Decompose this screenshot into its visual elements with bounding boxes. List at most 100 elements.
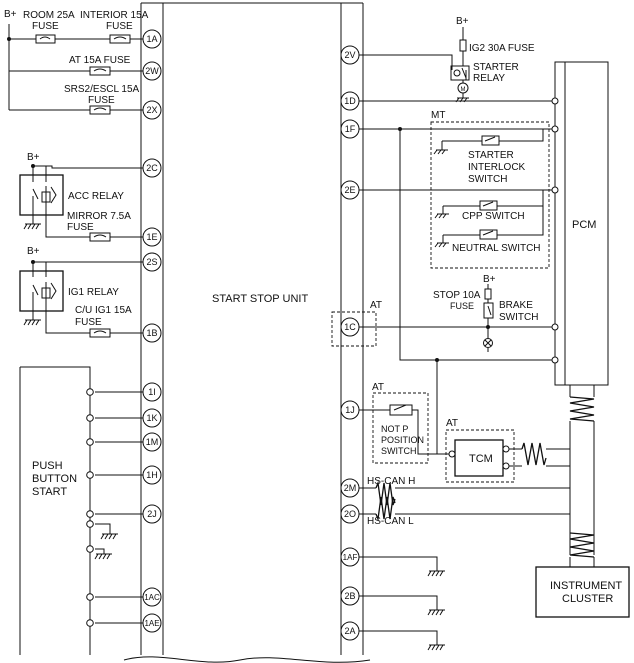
brake-switch-label-1: BRAKE bbox=[499, 300, 533, 311]
at-fuse-label: AT 15A FUSE bbox=[69, 55, 131, 66]
svg-text:1A: 1A bbox=[146, 34, 157, 44]
tcm-label: TCM bbox=[469, 453, 493, 465]
hs-can-h-label: HS-CAN H bbox=[367, 476, 415, 487]
ig2-fuse-label: IG2 30A FUSE bbox=[469, 43, 535, 54]
pin-1m: 1M bbox=[142, 432, 162, 452]
starter-relay-label-2: RELAY bbox=[473, 73, 505, 84]
push-button-label-1: PUSH bbox=[32, 460, 63, 472]
at-1c-dashed-box bbox=[331, 311, 377, 347]
svg-text:2B: 2B bbox=[344, 591, 355, 601]
not-p-label-3: SWITCH bbox=[381, 446, 417, 456]
pin-2e: 2E bbox=[340, 180, 360, 200]
pin-2c: 2C bbox=[142, 158, 162, 178]
pin-1j: 1J bbox=[340, 400, 360, 420]
pin-1f: 1F bbox=[340, 119, 360, 139]
ig2-fuse bbox=[459, 39, 467, 52]
instrument-cluster-box bbox=[535, 566, 630, 618]
srs-fuse bbox=[89, 105, 111, 115]
stop-fuse-label: STOP 10A bbox=[433, 290, 481, 301]
stop-fuse bbox=[484, 288, 492, 300]
pin-1ae: 1AE bbox=[142, 613, 162, 633]
starter-bplus-label: B+ bbox=[456, 16, 469, 27]
room-fuse-label-2: FUSE bbox=[32, 21, 59, 32]
pin-2o: 2O bbox=[340, 504, 360, 524]
pin-2m: 2M bbox=[340, 478, 360, 498]
svg-text:1F: 1F bbox=[345, 124, 356, 134]
bplus-label: B+ bbox=[4, 9, 17, 20]
push-button-start: PUSH BUTTON START bbox=[19, 366, 146, 655]
not-p-label-1: NOT P bbox=[381, 424, 408, 434]
hs-can-lines: HS-CAN H HS-CAN L bbox=[359, 476, 595, 567]
acc-relay-section: B+ ACC RELAY MIRROR 7.5A FUSE bbox=[19, 152, 146, 242]
srs-fuse-label-2: FUSE bbox=[88, 95, 115, 106]
room-fuse bbox=[35, 34, 56, 44]
not-p-switch-group: AT NOT P POSITION SWITCH bbox=[372, 382, 429, 464]
push-button-label-2: BUTTON bbox=[32, 473, 77, 485]
svg-text:2W: 2W bbox=[145, 66, 159, 76]
svg-text:2C: 2C bbox=[146, 163, 158, 173]
neutral-switch-label: NEUTRAL SWITCH bbox=[452, 243, 541, 254]
cluster-label-1: INSTRUMENT bbox=[550, 580, 622, 592]
instrument-cluster: INSTRUMENT CLUSTER bbox=[535, 566, 630, 618]
svg-text:2S: 2S bbox=[146, 257, 157, 267]
pcm-label: PCM bbox=[572, 219, 596, 231]
pin-1a: 1A bbox=[142, 29, 162, 49]
pin-2b: 2B bbox=[340, 586, 360, 606]
svg-text:1AE: 1AE bbox=[144, 619, 159, 628]
fuse-supply-section: B+ ROOM 25A FUSE INTERIOR 15A FUSE AT 15… bbox=[4, 9, 149, 115]
tcm-box bbox=[454, 439, 504, 477]
not-p-label-2: POSITION bbox=[381, 435, 424, 445]
mirror-fuse-label: MIRROR 7.5A bbox=[67, 211, 131, 222]
mt-dashed-box bbox=[430, 121, 550, 269]
not-p-at-label: AT bbox=[372, 382, 384, 393]
starter-relay-section: B+ IG2 30A FUSE M STARTER RELAY bbox=[359, 16, 535, 103]
start-stop-unit: START STOP UNIT bbox=[123, 2, 371, 663]
pcm: PCM bbox=[551, 61, 609, 555]
svg-text:1J: 1J bbox=[345, 405, 355, 415]
right-side-wiring bbox=[359, 100, 555, 455]
svg-text:2J: 2J bbox=[147, 509, 157, 519]
interlock-label-2: INTERLOCK bbox=[468, 162, 526, 173]
at-fuse bbox=[89, 66, 111, 76]
pin-2v: 2V bbox=[340, 45, 360, 65]
svg-text:2E: 2E bbox=[344, 185, 355, 195]
mirror-fuse bbox=[89, 232, 111, 242]
svg-text:2M: 2M bbox=[344, 483, 357, 493]
neutral-switch bbox=[479, 229, 498, 240]
mt-group: MT STARTER INTERLOCK SWITCH CPP SWITCH N… bbox=[430, 110, 555, 269]
brake-switch-label-2: SWITCH bbox=[499, 312, 538, 323]
mt-label: MT bbox=[431, 110, 445, 121]
mirror-fuse-label-2: FUSE bbox=[67, 222, 94, 233]
ig1-bplus-label: B+ bbox=[27, 246, 40, 257]
svg-text:2A: 2A bbox=[344, 626, 355, 636]
ig1-relay-section: B+ IG1 RELAY C/U IG1 15A FUSE bbox=[19, 246, 146, 338]
ig1-relay-label: IG1 RELAY bbox=[68, 287, 119, 298]
svg-text:1E: 1E bbox=[146, 232, 157, 242]
stop-fuse-label-2: FUSE bbox=[450, 301, 474, 311]
interlock-label-1: STARTER bbox=[468, 150, 514, 161]
cpp-switch bbox=[479, 200, 498, 211]
pin-1h: 1H bbox=[142, 465, 162, 485]
interior-fuse-label-2: FUSE bbox=[106, 21, 133, 32]
at-1c-label: AT bbox=[370, 300, 382, 311]
pin-1d: 1D bbox=[340, 91, 360, 111]
not-p-dashed-box bbox=[372, 392, 429, 464]
cu-ig1-fuse bbox=[89, 328, 111, 338]
svg-text:M: M bbox=[461, 87, 466, 93]
at-1c-group: AT bbox=[331, 300, 382, 347]
starter-relay-box bbox=[450, 65, 470, 81]
svg-text:1AC: 1AC bbox=[144, 593, 160, 602]
pin-1b: 1B bbox=[142, 323, 162, 343]
pin-2x: 2X bbox=[142, 100, 162, 120]
svg-text:1B: 1B bbox=[146, 328, 157, 338]
pin-2s: 2S bbox=[142, 252, 162, 272]
svg-text:1D: 1D bbox=[344, 96, 356, 106]
pin-2w: 2W bbox=[142, 61, 162, 81]
cu-ig1-fuse-label: C/U IG1 15A bbox=[75, 305, 132, 316]
acc-relay-label: ACC RELAY bbox=[68, 191, 124, 202]
svg-text:1K: 1K bbox=[146, 413, 157, 423]
interlock-label-3: SWITCH bbox=[468, 174, 507, 185]
svg-text:2X: 2X bbox=[146, 105, 157, 115]
svg-text:1H: 1H bbox=[146, 470, 158, 480]
